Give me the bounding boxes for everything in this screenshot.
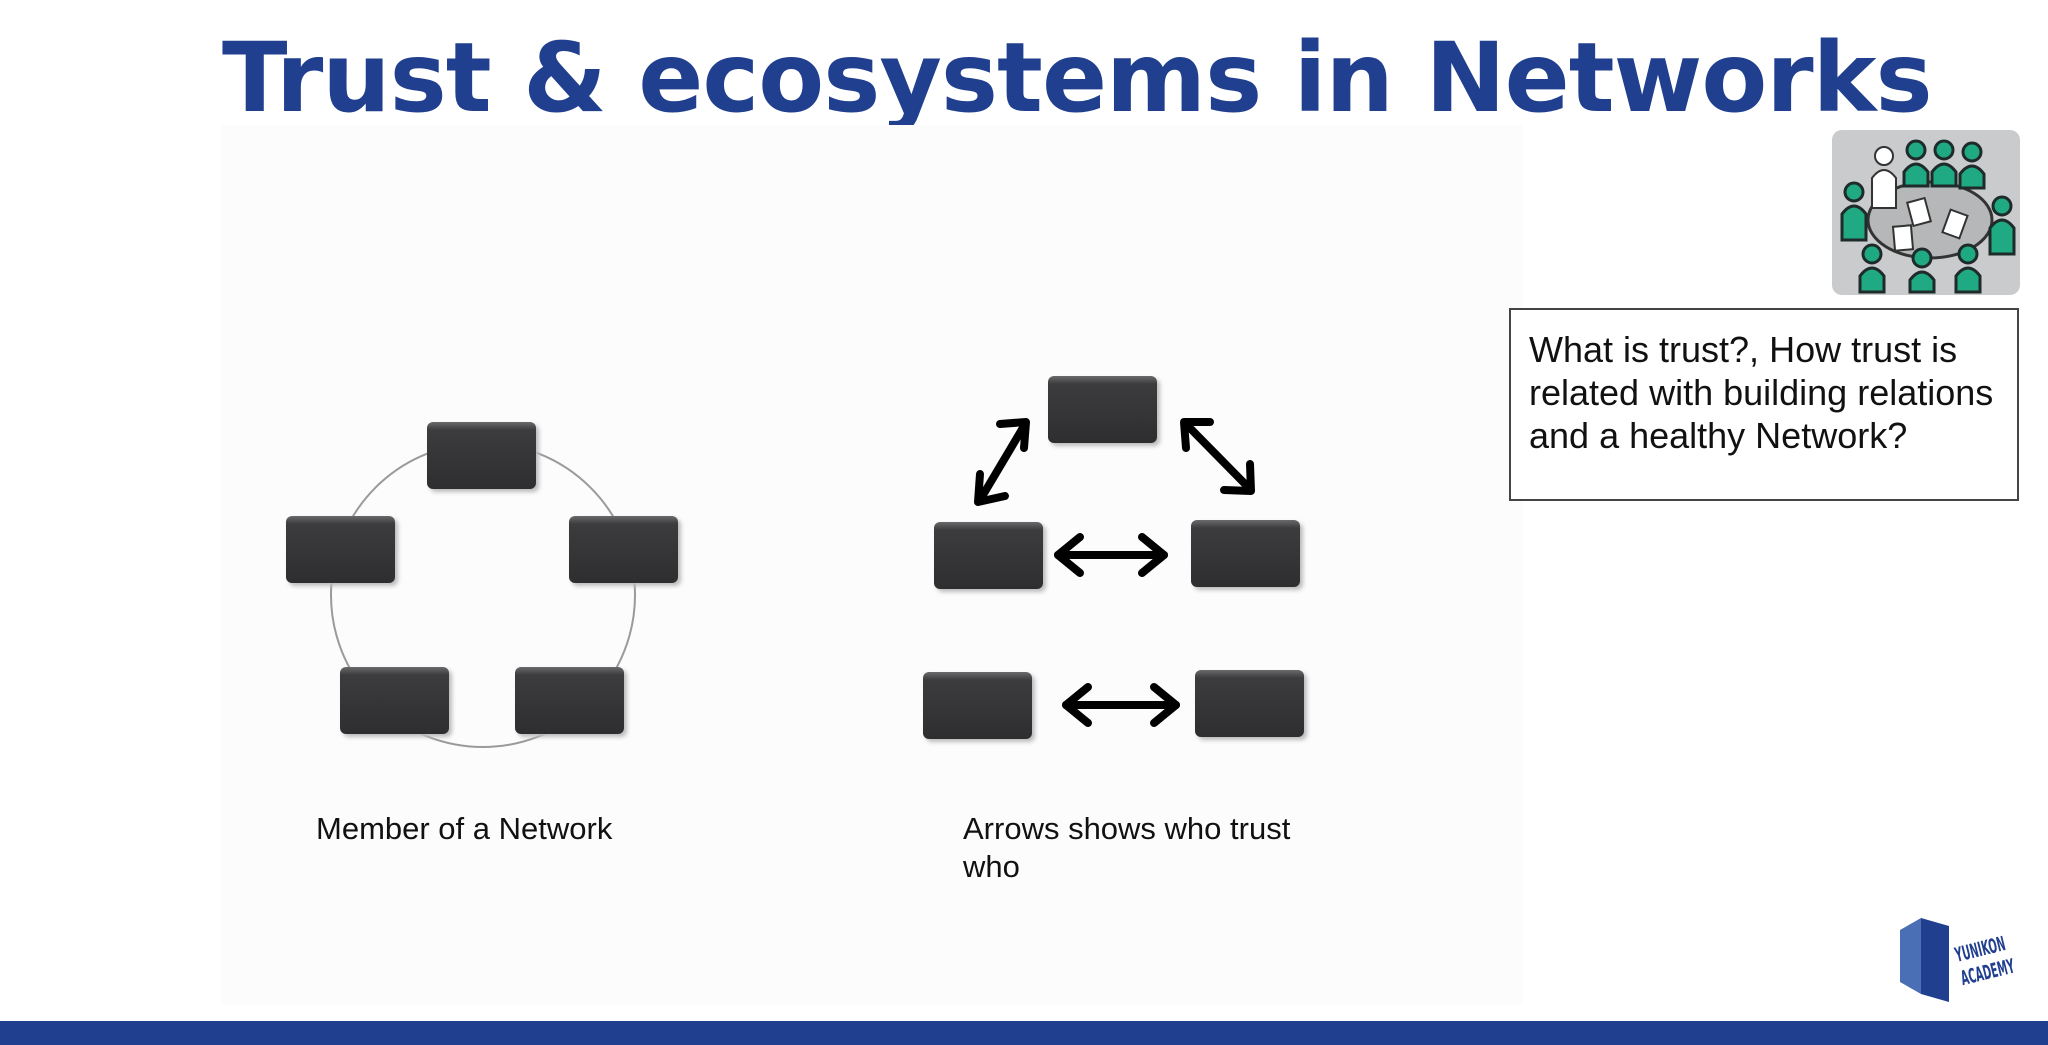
trust-arrows-diagram (923, 376, 1307, 742)
double-arrow-icon (1062, 683, 1180, 727)
ring-node (340, 667, 452, 737)
slide-title: Trust & ecosystems in Networks (222, 22, 1933, 134)
yunikon-academy-logo: YUNIKON ACADEMY (1900, 918, 2017, 1002)
caption-member-of-network: Member of a Network (316, 811, 613, 846)
team-meeting-icon (1832, 130, 2020, 295)
trust-node (1195, 670, 1307, 740)
trust-node (923, 672, 1035, 742)
trust-node (1191, 520, 1303, 590)
question-text-box: What is trust?, How trust is related wit… (1509, 308, 2019, 501)
double-arrow-icon (1054, 533, 1168, 577)
trust-node (1048, 376, 1160, 446)
ring-node (569, 516, 681, 586)
double-arrow-icon (1180, 418, 1255, 495)
ring-node (427, 422, 539, 492)
caption-arrows-trust: Arrows shows who trust who (963, 811, 1291, 884)
bottom-accent-bar (0, 1021, 2048, 1045)
ring-node (515, 667, 627, 737)
double-arrow-icon (974, 418, 1030, 506)
ring-network-diagram (286, 422, 681, 748)
trust-node (934, 522, 1046, 592)
ring-node (286, 516, 398, 586)
diagram-image-panel (222, 125, 1522, 1005)
